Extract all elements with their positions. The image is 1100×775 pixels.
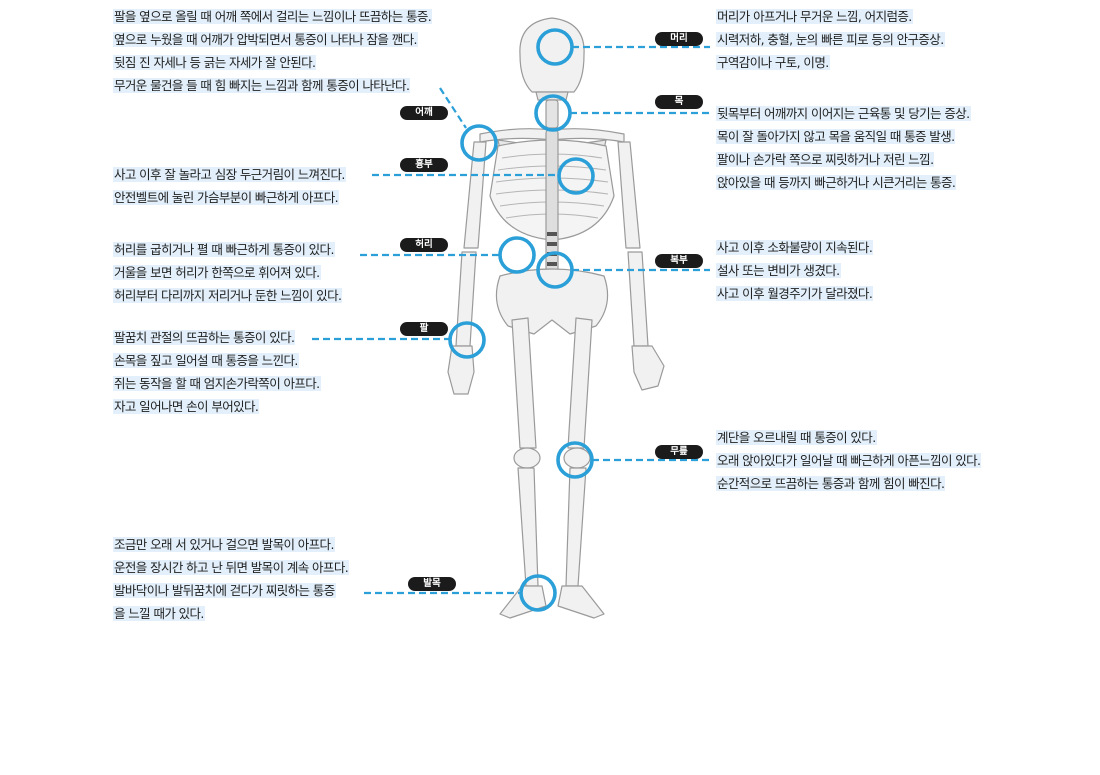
symptom-line: 설사 또는 변비가 생겼다.: [716, 263, 841, 278]
tibia-left: [517, 467, 539, 587]
femur-left: [511, 317, 537, 449]
symptom-line: 조금만 오래 서 있거나 걸으면 발목이 아프다.: [113, 537, 335, 552]
callout-arm-text: 팔꿈치 관절의 뜨끔하는 통증이 있다. 손목을 짚고 일어설 때 통증을 느낀…: [113, 326, 321, 418]
symptom-line: 사고 이후 월경주기가 달라졌다.: [716, 286, 874, 301]
symptom-line: 팔꿈치 관절의 뜨끔하는 통증이 있다.: [113, 330, 296, 345]
symptom-line: 무거운 물건을 들 때 힘 빠지는 느낌과 함께 통증이 나타난다.: [113, 78, 411, 93]
tibia-right: [565, 467, 587, 587]
pelvis: [495, 268, 609, 335]
foot-right: [557, 585, 605, 619]
symptom-line: 시력저하, 충혈, 눈의 빠른 피로 등의 안구증상.: [716, 32, 945, 47]
badge-shoulder: 어깨: [400, 106, 448, 120]
symptom-line: 사고 이후 소화불량이 지속된다.: [716, 240, 874, 255]
badge-head: 머리: [655, 32, 703, 46]
humerus-left: [463, 141, 487, 249]
callout-shoulder-text: 팔을 옆으로 올릴 때 어깨 쪽에서 걸리는 느낌이나 뜨끔하는 통증. 옆으로…: [113, 5, 433, 97]
marker-arm: [448, 321, 486, 359]
callout-knee-text: 계단을 오르내릴 때 통증이 있다. 오래 앉아있다가 일어날 때 빠근하게 아…: [716, 426, 982, 495]
symptom-line: 허리를 굽히거나 펼 때 빠근하게 통증이 있다.: [113, 242, 335, 257]
symptom-line: 계단을 오르내릴 때 통증이 있다.: [716, 430, 877, 445]
symptom-line: 팔이나 손가락 쪽으로 찌릿하거나 저린 느낌.: [716, 152, 935, 167]
symptom-line: 앉아있을 때 등까지 빠근하거나 시큰거리는 통증.: [716, 175, 957, 190]
marker-head: [536, 28, 574, 66]
symptom-line: 머리가 아프거나 무거운 느낌, 어지럼증.: [716, 9, 913, 24]
badge-waist: 허리: [400, 238, 448, 252]
symptom-line: 안전벨트에 눌린 가슴부분이 빠근하게 아프다.: [113, 190, 339, 205]
badge-knee: 무릎: [655, 445, 703, 459]
badge-ankle: 발목: [408, 577, 456, 591]
marker-neck: [534, 94, 572, 132]
symptom-line: 자고 일어나면 손이 부어있다.: [113, 399, 260, 414]
symptom-line: 옆으로 누웠을 때 어깨가 압박되면서 통증이 나타나 잠을 깬다.: [113, 32, 418, 47]
symptom-line: 운전을 장시간 하고 난 뒤면 발목이 계속 아프다.: [113, 560, 350, 575]
callout-abdomen-text: 사고 이후 소화불량이 지속된다. 설사 또는 변비가 생겼다. 사고 이후 월…: [716, 236, 874, 305]
symptom-line: 오래 앉아있다가 일어날 때 빠근하게 아픈느낌이 있다.: [716, 453, 982, 468]
symptom-line: 뒷목부터 어깨까지 이어지는 근육통 및 당기는 증상.: [716, 106, 971, 121]
symptom-line: 거울을 보면 허리가 한쪽으로 휘어져 있다.: [113, 265, 321, 280]
forearm-right: [627, 251, 649, 347]
badge-arm: 팔: [400, 322, 448, 336]
badge-neck: 목: [655, 95, 703, 109]
marker-abdomen: [536, 251, 574, 289]
marker-ankle: [519, 574, 557, 612]
hand-left: [447, 345, 475, 395]
callout-neck-text: 뒷목부터 어깨까지 이어지는 근육통 및 당기는 증상. 목이 잘 돌아가지 않…: [716, 102, 971, 194]
badge-abdomen: 복부: [655, 254, 703, 268]
symptom-line: 팔을 옆으로 올릴 때 어깨 쪽에서 걸리는 느낌이나 뜨끔하는 통증.: [113, 9, 433, 24]
callout-waist-text: 허리를 굽히거나 펼 때 빠근하게 통증이 있다. 거울을 보면 허리가 한쪽으…: [113, 238, 343, 307]
symptom-line: 목이 잘 돌아가지 않고 목을 움직일 때 통증 발생.: [716, 129, 956, 144]
symptom-line: 순간적으로 뜨끔하는 통증과 함께 힘이 빠진다.: [716, 476, 946, 491]
forearm-left: [455, 251, 477, 347]
badge-chest: 흉부: [400, 158, 448, 172]
symptom-line: 손목을 짚고 일어설 때 통증을 느낀다.: [113, 353, 299, 368]
marker-knee: [556, 441, 594, 479]
marker-waist: [498, 236, 536, 274]
callout-chest-text: 사고 이후 잘 놀라고 심장 두근거림이 느껴진다. 안전벨트에 눌린 가슴부분…: [113, 163, 346, 209]
humerus-right: [617, 141, 641, 249]
skeleton: [447, 17, 665, 619]
symptom-line: 허리부터 다리까지 저리거나 둔한 느낌이 있다.: [113, 288, 343, 303]
femur-right: [567, 317, 593, 449]
symptom-line: 쥐는 동작을 할 때 엄지손가락쪽이 아프다.: [113, 376, 321, 391]
callout-ankle-text: 조금만 오래 서 있거나 걸으면 발목이 아프다. 운전을 장시간 하고 난 뒤…: [113, 533, 350, 625]
symptom-line: 발바닥이나 발뒤꿈치에 걷다가 찌릿하는 통증: [113, 583, 336, 598]
marker-chest: [557, 157, 595, 195]
callout-head-text: 머리가 아프거나 무거운 느낌, 어지럼증. 시력저하, 충혈, 눈의 빠른 피…: [716, 5, 945, 74]
symptom-line: 을 느낄 때가 있다.: [113, 606, 205, 621]
symptom-line: 구역감이나 구토, 이명.: [716, 55, 830, 70]
symptom-line: 뒷짐 진 자세나 등 긁는 자세가 잘 안된다.: [113, 55, 317, 70]
hand-right: [631, 345, 665, 391]
marker-shoulder: [460, 124, 498, 162]
symptom-line: 사고 이후 잘 놀라고 심장 두근거림이 느껴진다.: [113, 167, 346, 182]
connector-shoulder: [439, 87, 467, 129]
